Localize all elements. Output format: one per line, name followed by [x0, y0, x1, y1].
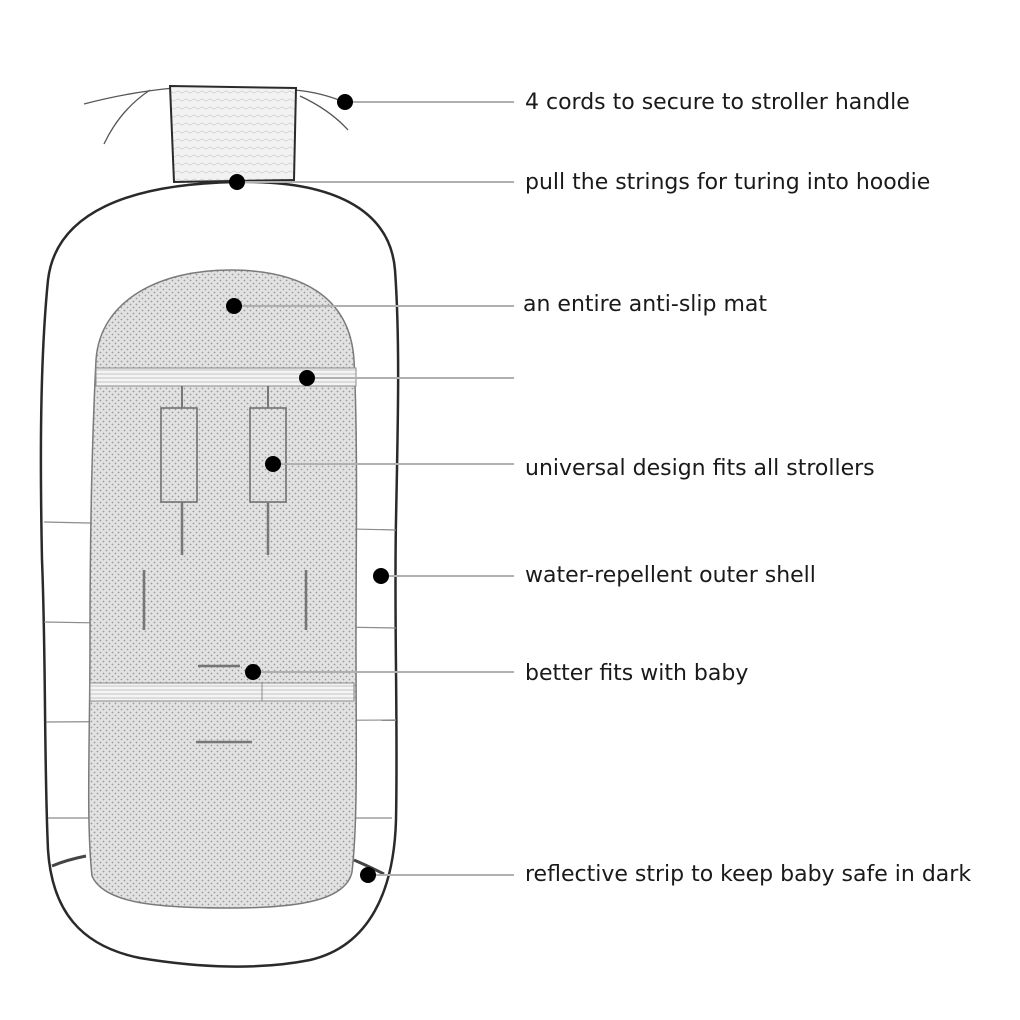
- callout-reflective: reflective strip to keep baby safe in da…: [360, 862, 971, 887]
- lower-strap-band: [89, 664, 355, 744]
- callout-label-universal: universal design fits all strollers: [525, 456, 875, 481]
- callout-label-anti-slip: an entire anti-slip mat: [523, 292, 767, 317]
- callout-label-hood-strings: pull the strings for turing into hoodie: [525, 170, 930, 195]
- callout-fits-baby: better fits with baby: [245, 661, 748, 686]
- callout-strap-band: [299, 370, 514, 386]
- callout-anti-slip: an entire anti-slip mat: [226, 292, 767, 317]
- callout-dot: [265, 456, 281, 472]
- callout-dot: [229, 174, 245, 190]
- callout-label-cords: 4 cords to secure to stroller handle: [525, 90, 910, 115]
- callout-dot: [245, 664, 261, 680]
- callout-dot: [337, 94, 353, 110]
- shoulder-straps: [142, 386, 308, 630]
- callout-label-fits-baby: better fits with baby: [525, 661, 748, 686]
- callout-label-reflective: reflective strip to keep baby safe in da…: [525, 862, 971, 887]
- callout-dot: [373, 568, 389, 584]
- cords: [83, 87, 349, 145]
- callout-outer-shell: water-repellent outer shell: [373, 563, 816, 588]
- callout-label-outer-shell: water-repellent outer shell: [525, 563, 816, 588]
- callout-dot: [226, 298, 242, 314]
- callout-cords: 4 cords to secure to stroller handle: [337, 90, 910, 115]
- reflective-strip: [51, 854, 385, 876]
- hood-tab: [168, 84, 298, 184]
- footmuff-illustration: [39, 84, 400, 968]
- callout-dot: [360, 867, 376, 883]
- callout-dot: [299, 370, 315, 386]
- annotations: 4 cords to secure to stroller handle pul…: [226, 90, 971, 887]
- callout-hood-strings: pull the strings for turing into hoodie: [229, 170, 930, 195]
- outer-shell: [39, 180, 400, 968]
- callout-universal: universal design fits all strollers: [265, 456, 875, 481]
- anti-slip-mat: [87, 269, 358, 909]
